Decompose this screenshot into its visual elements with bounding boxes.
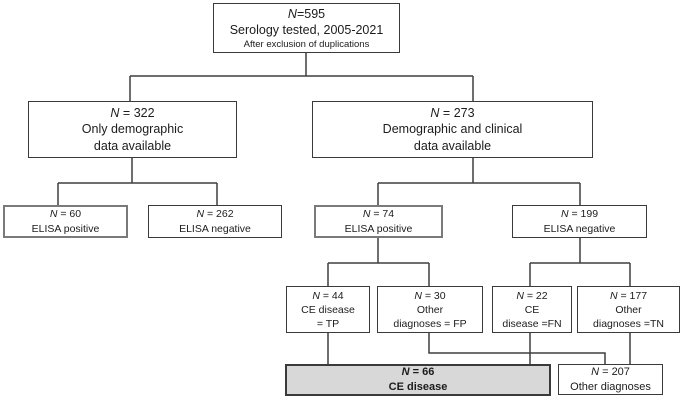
box-label: disease =FN xyxy=(502,317,562,330)
flow-box-demographic-clinical: N = 273 Demographic and clinical data av… xyxy=(312,101,593,158)
box-n-value: N = 199 xyxy=(560,208,599,220)
box-n-value: N = 322 xyxy=(110,105,155,120)
box-n-value: N = 177 xyxy=(609,289,648,302)
box-label: ELISA negative xyxy=(179,222,251,235)
box-label: CE disease xyxy=(301,303,355,316)
box-label: Other xyxy=(416,303,444,316)
flow-box-ce-disease-total: N = 66 CE disease xyxy=(285,364,551,396)
box-n-value: N = 60 xyxy=(49,208,82,220)
box-n-value: N = 30 xyxy=(414,289,446,302)
box-label: data available xyxy=(93,138,172,153)
box-label: Other diagnoses xyxy=(570,380,651,393)
flow-box-elisa-positive-clinical: N = 74 ELISA positive xyxy=(314,205,443,238)
flow-box-only-demographic: N = 322 Only demographic data available xyxy=(28,101,237,158)
flow-box-elisa-negative-clinical: N = 199 ELISA negative xyxy=(512,205,647,238)
flow-box-elisa-negative-demo: N = 262 ELISA negative xyxy=(148,205,282,238)
box-n-value: N = 74 xyxy=(362,208,395,220)
box-label: = TP xyxy=(316,317,340,330)
flow-box-true-negative: N = 177 Other diagnoses =TN xyxy=(577,286,680,333)
box-n-value: N = 273 xyxy=(430,105,475,120)
box-label: Demographic and clinical xyxy=(382,122,523,137)
box-label: Only demographic xyxy=(81,122,184,137)
box-label: ELISA positive xyxy=(31,222,100,235)
box-label: diagnoses =TN xyxy=(593,317,664,330)
box-label: CE xyxy=(524,303,540,316)
box-n-value: N = 44 xyxy=(312,289,344,302)
flow-box-other-diagnoses-total: N = 207 Other diagnoses xyxy=(558,364,663,395)
box-label: ELISA positive xyxy=(344,222,413,235)
box-label: diagnoses = FP xyxy=(393,317,467,330)
box-n-value: N = 66 xyxy=(401,366,435,378)
box-label: Serology tested, 2005-2021 xyxy=(229,23,384,37)
flow-box-false-negative: N = 22 CE disease =FN xyxy=(492,286,572,333)
box-label: data available xyxy=(413,138,492,153)
flow-box-serology-tested: N=595 Serology tested, 2005-2021 After e… xyxy=(213,3,400,53)
flow-box-true-positive: N = 44 CE disease = TP xyxy=(286,286,370,333)
box-label: Other xyxy=(615,303,642,316)
box-label: ELISA negative xyxy=(543,222,616,235)
box-n-value: N = 262 xyxy=(196,208,234,220)
box-label: CE disease xyxy=(388,381,448,393)
flow-box-elisa-positive-demo: N = 60 ELISA positive xyxy=(3,205,128,238)
box-sublabel: After exclusion of duplications xyxy=(243,38,370,50)
flow-box-false-positive: N = 30 Other diagnoses = FP xyxy=(377,286,483,333)
box-n-value: N = 207 xyxy=(591,365,630,378)
box-n-value: N = 22 xyxy=(516,289,548,302)
box-n-value: N=595 xyxy=(287,6,326,21)
